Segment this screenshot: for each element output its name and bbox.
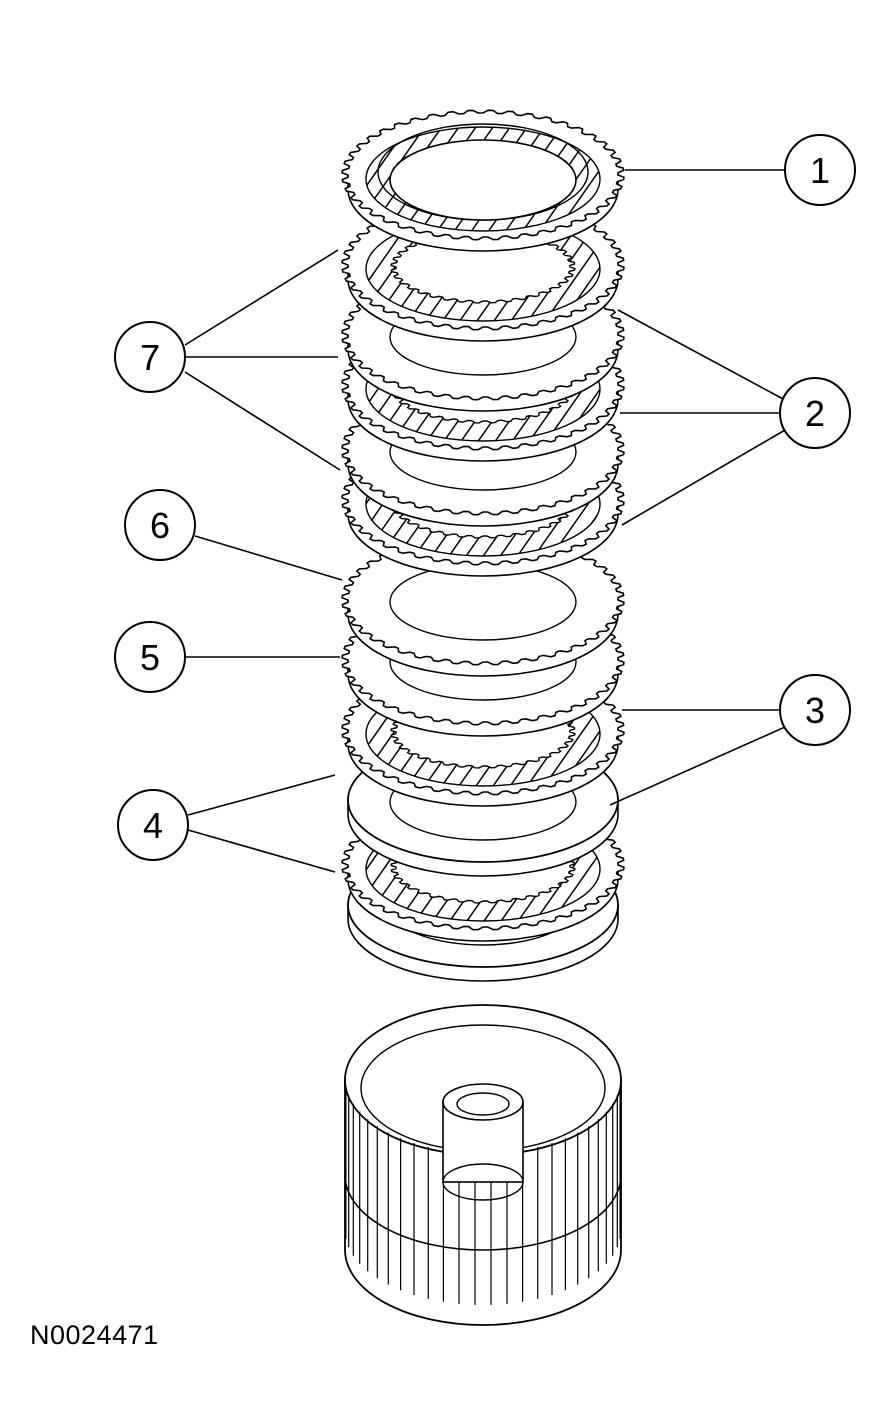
callout-5-label: 5 [140, 637, 160, 678]
callout-3-label: 3 [805, 690, 825, 731]
leader-lines [184, 169, 786, 873]
callout-7: 7 [114, 321, 186, 393]
callout-4-label: 4 [143, 805, 163, 846]
callout-2: 2 [779, 377, 851, 449]
callout-6-label: 6 [150, 505, 170, 546]
clutch-plate-stack [341, 109, 625, 982]
callout-1-label: 1 [810, 150, 830, 191]
callout-6: 6 [124, 489, 196, 561]
clutch-drum [344, 1004, 622, 1326]
figure-id: N0024471 [30, 1320, 159, 1350]
callout-4: 4 [117, 789, 189, 861]
clutch-plate [341, 109, 625, 252]
callout-1: 1 [784, 134, 856, 206]
callout-5: 5 [114, 621, 186, 693]
callout-2-label: 2 [805, 393, 825, 434]
callout-7-label: 7 [140, 337, 160, 378]
callout-3: 3 [779, 674, 851, 746]
